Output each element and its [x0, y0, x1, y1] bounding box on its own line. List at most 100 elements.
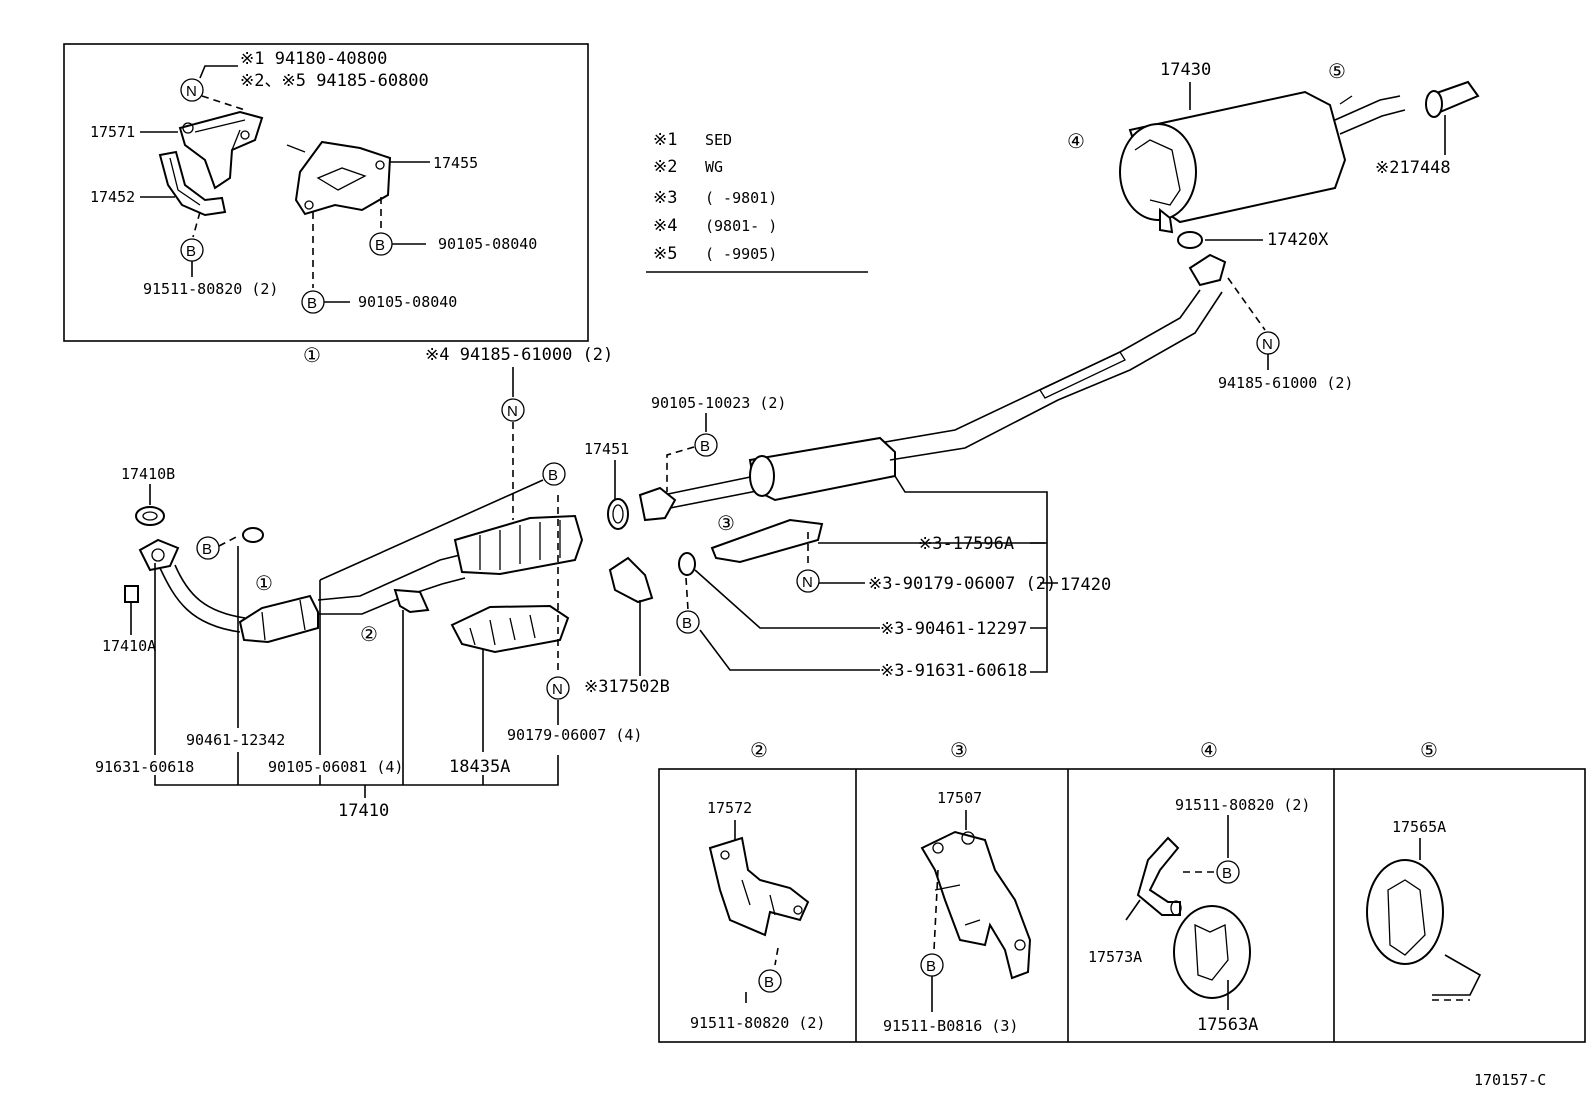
label-17420X: 17420X [1267, 230, 1329, 250]
main-n-tag-bottom: N [552, 681, 563, 698]
inset1-dash-n [201, 95, 246, 111]
hanger-17507 [920, 830, 1032, 980]
flexible-pipe [238, 594, 319, 644]
inset1-n-tag-circle [180, 78, 204, 102]
gasket-90461-12297 [678, 552, 696, 576]
center-muffler [748, 436, 896, 502]
gasket-17410B [135, 506, 165, 526]
label-17573A: 17573A [1088, 948, 1142, 966]
detail3-b-tag: B [926, 958, 936, 975]
main-n-tag-right: N [1262, 336, 1273, 353]
heat-insulator-18435A [450, 604, 570, 654]
legend-text-4: (9801- ) [705, 217, 777, 235]
label-90105-inset-a: 90105-08040 [438, 235, 537, 253]
clamp-17452 [158, 150, 227, 217]
detail-header-5: ⑤ [1420, 738, 1438, 762]
main-b-tag-cat: B [548, 467, 558, 484]
label-17410: 17410 [338, 801, 389, 821]
legend-mark-2: ※2 [653, 157, 677, 177]
heat-shield-17455 [286, 140, 392, 216]
detail2-b-tag: B [764, 974, 774, 991]
label-17410B: 17410B [121, 465, 175, 483]
main-callout-3: ③ [717, 511, 735, 535]
label-17502B: ※317502B [584, 677, 670, 697]
label-17420: 17420 [1060, 575, 1111, 595]
hanger-17572 [708, 836, 810, 937]
detail-header-3: ③ [950, 738, 968, 762]
label-17507: 17507 [937, 789, 982, 807]
inset-1: ※1 94180-40800 ※2、※5 94185-60800 N 17571… [63, 43, 589, 367]
label-90179-right: ※3-90179-06007 (2) [868, 574, 1056, 594]
inset1-b-tag-low: B [307, 295, 317, 312]
main-b-tag-lower: B [682, 615, 692, 632]
main-n-tag-top: N [507, 403, 518, 420]
label-17571: 17571 [90, 123, 135, 141]
label-17452: 17452 [90, 188, 135, 206]
main-callout-1: ① [255, 571, 273, 595]
legend-text-2: WG [705, 158, 723, 176]
variant-legend: ※1 SED ※2 WG ※3 ( -9801) ※4 (9801- ) ※5 … [646, 130, 868, 273]
inset-1-frame [63, 43, 589, 342]
tail-muffler-assembly: 17430 ④ ⑤ ※217448 17420X N 94185-61000 (… [1067, 59, 1480, 392]
main-b-tag-flange: B [202, 541, 212, 558]
label-91631-right: ※3-91631-60618 [880, 661, 1027, 681]
tail-pipe-17448 [1425, 80, 1480, 118]
hanger-rod-17573A [1136, 836, 1182, 916]
label-17563A: 17563A [1197, 1015, 1258, 1035]
label-90105-10023: 90105-10023 (2) [651, 394, 786, 412]
inset1-leader-n [199, 65, 238, 79]
bracket-17571 [178, 110, 264, 190]
label-17565A: 17565A [1392, 818, 1446, 836]
label-d4-bolt: 91511-80820 (2) [1175, 796, 1310, 814]
legend-text-3: ( -9801) [705, 189, 777, 207]
gasket-17451 [607, 498, 629, 530]
inset1-note1: ※1 94180-40800 [240, 49, 387, 69]
center-pipe-assembly: 17451 ※317502B 90105-10023 (2) B ③ ※3-17 [584, 289, 1223, 697]
label-17410A: 17410A [102, 637, 156, 655]
detail-header-4: ④ [1200, 738, 1218, 762]
label-90105-06081: 90105-06081 (4) [268, 758, 403, 776]
legend-text-1: SED [705, 131, 732, 149]
inset1-b-tag-left: B [186, 243, 196, 260]
detail-header-2: ② [750, 738, 768, 762]
label-91631-left: 91631-60618 [95, 758, 194, 776]
heat-shield-17596A [710, 518, 824, 564]
label-18435A: 18435A [449, 757, 510, 777]
front-pipe-assembly: 17410B 17410A B ① ② [95, 345, 642, 821]
legend-mark-5: ※5 [653, 244, 677, 264]
main-b-tag-mid: B [700, 438, 710, 455]
hanger-details: ② ③ ④ ⑤ 17572 B 91511-80820 (2) 17507 [658, 738, 1586, 1043]
gasket-17420X [1177, 231, 1203, 249]
rubber-hanger-17563A [1173, 905, 1251, 999]
inset1-n-tag: N [186, 83, 197, 100]
main-callout-4: ④ [1067, 129, 1085, 153]
hanger-bracket-2 [393, 588, 430, 614]
main-n-tag-mid: N [802, 574, 813, 591]
legend-mark-3: ※3 [653, 188, 677, 208]
diagram-code: 170157-C [1474, 1071, 1546, 1089]
label-17596A: ※3-17596A [918, 534, 1014, 554]
exhaust-flange [138, 538, 180, 572]
label-90179-left: 90179-06007 (4) [507, 726, 642, 744]
label-90461-right: ※3-90461-12297 [880, 619, 1027, 639]
inset1-b-tag-mid: B [375, 237, 385, 254]
tail-flange [1188, 253, 1227, 287]
label-91511-inset: 91511-80820 (2) [143, 280, 278, 298]
tail-muffler-17430 [1119, 90, 1406, 234]
rubber-hanger-17565A [1366, 859, 1444, 965]
label-17451: 17451 [584, 440, 629, 458]
label-90105-inset-b: 90105-08040 [358, 293, 457, 311]
details-frame [658, 768, 1586, 1043]
label-d2-bolt: 91511-80820 (2) [690, 1014, 825, 1032]
detail4-b-tag: B [1222, 865, 1232, 882]
label-d3-bolt: 91511-B0816 (3) [883, 1017, 1018, 1035]
label-94185-top: ※4 94185-61000 (2) [425, 345, 613, 365]
bracket-17502B [608, 556, 654, 604]
main-callout-2: ② [360, 622, 378, 646]
main-callout-5: ⑤ [1328, 59, 1346, 83]
gasket-90461 [242, 527, 264, 543]
label-90461-left: 90461-12342 [186, 731, 285, 749]
label-17455: 17455 [433, 154, 478, 172]
nut-17410A [124, 585, 139, 603]
